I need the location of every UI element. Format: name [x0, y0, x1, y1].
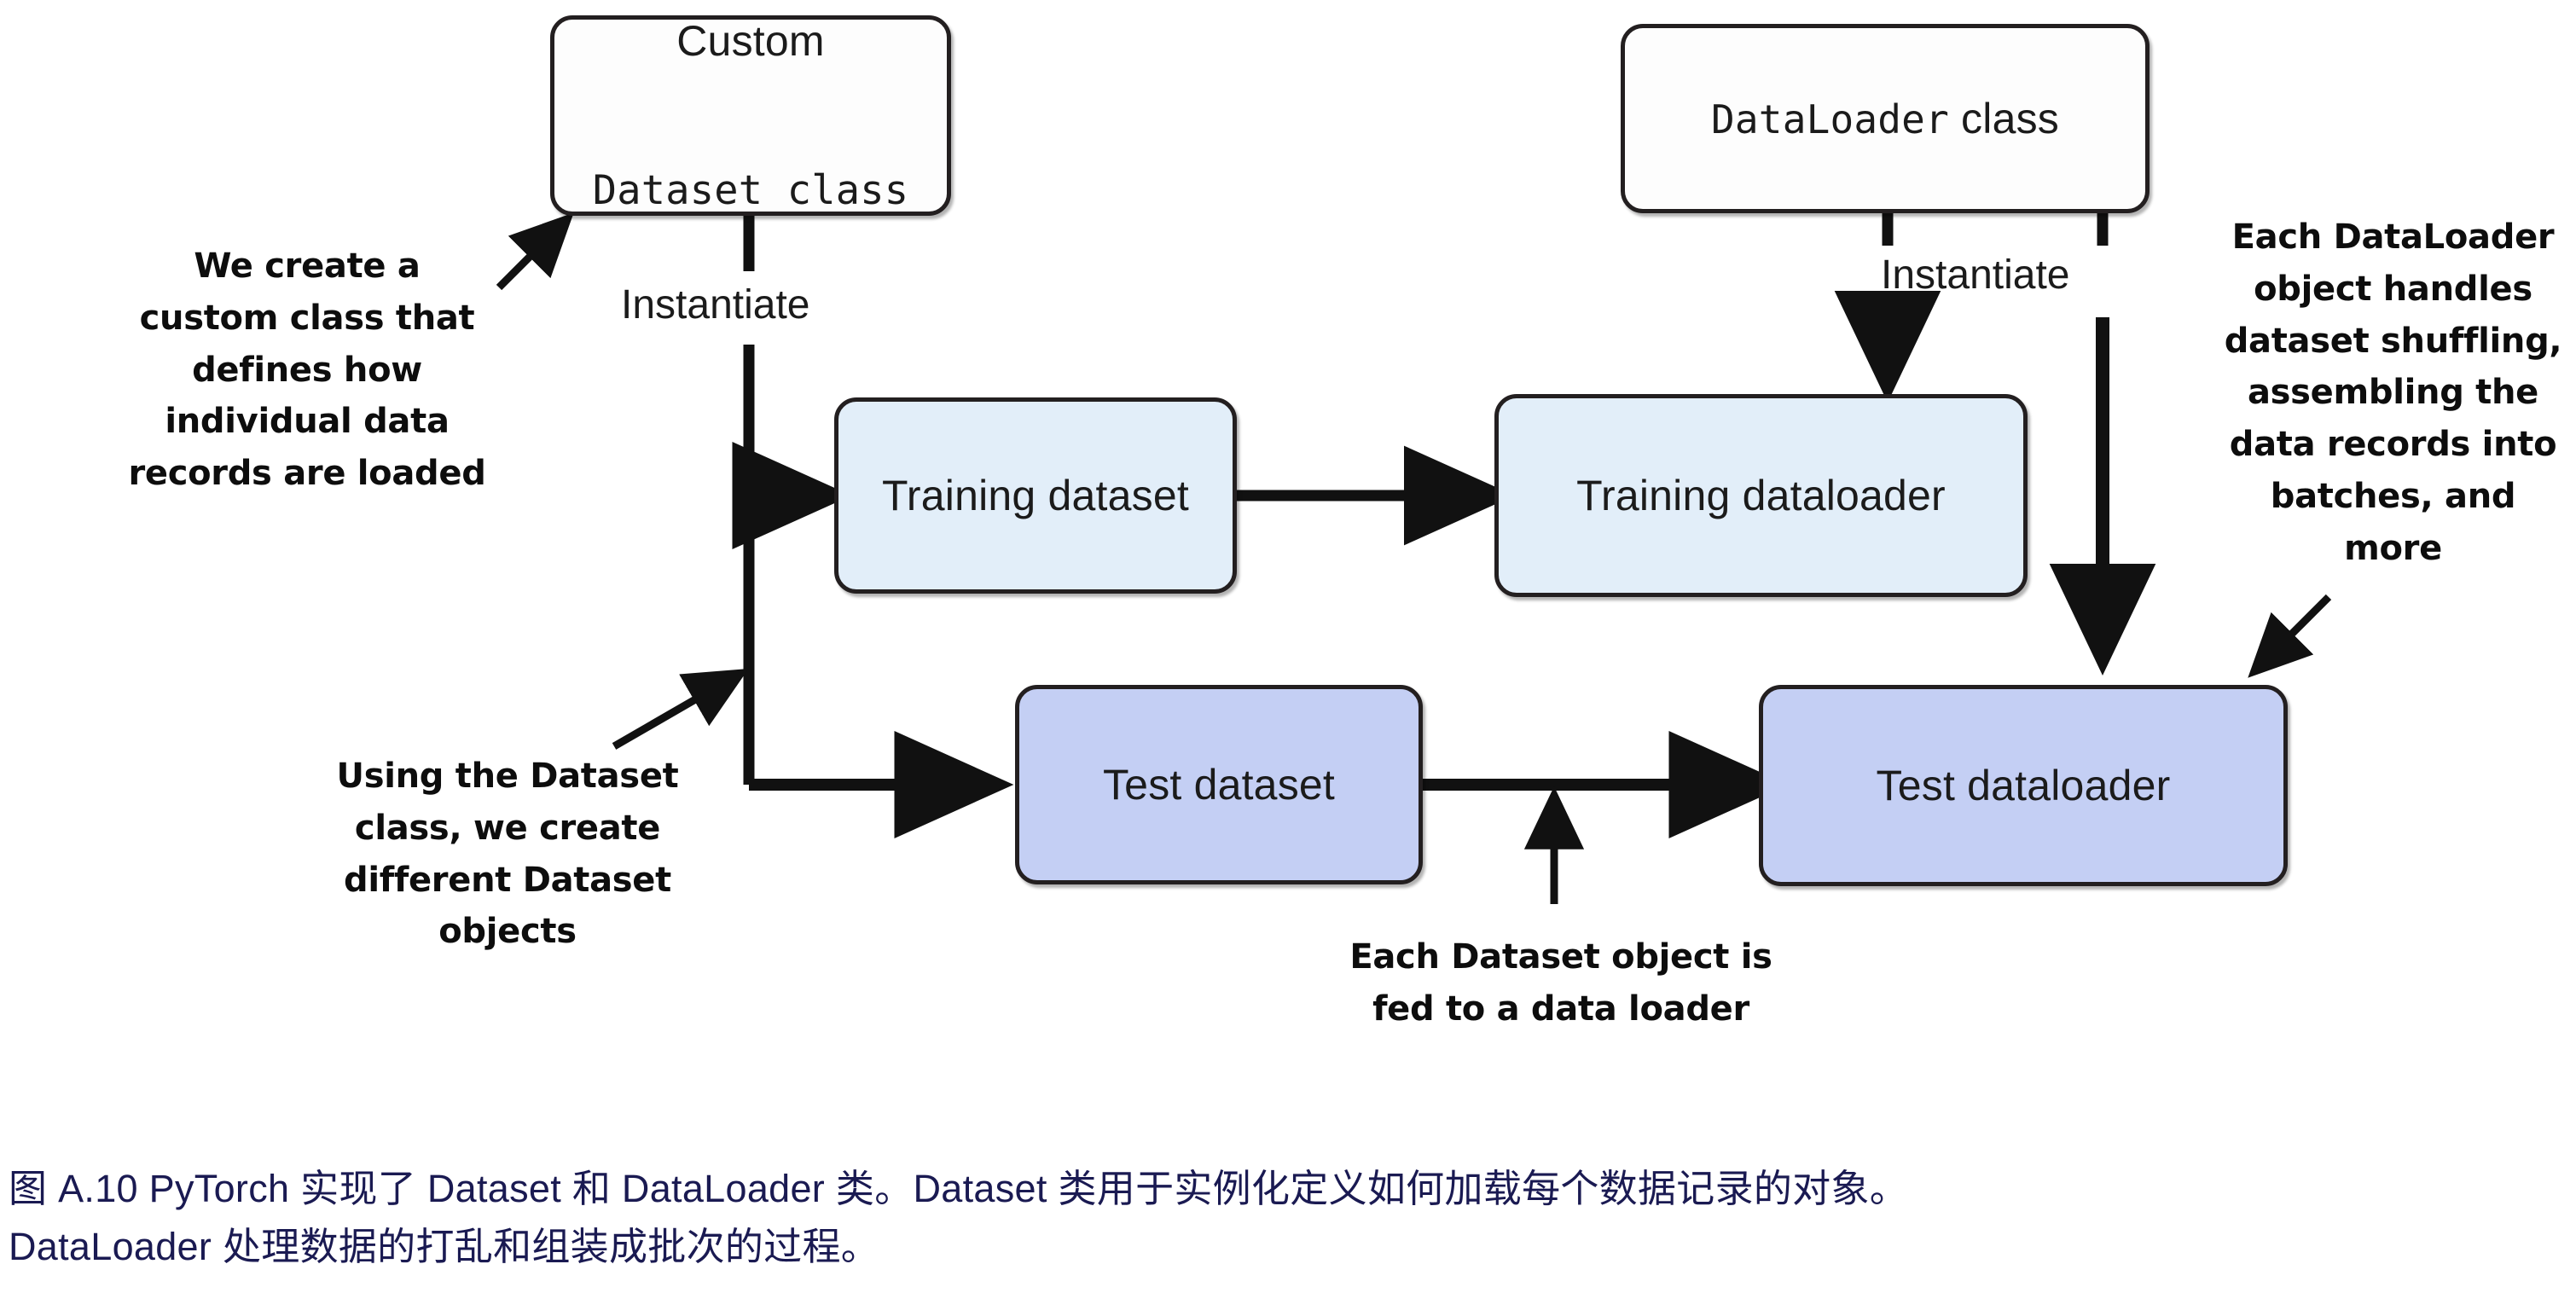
node-training-dataset[interactable]: Training dataset — [834, 397, 1237, 594]
node-custom-dataset-class-label: Custom Dataset class — [593, 0, 908, 316]
dataset-dataloader-diagram: Custom Dataset class DataLoader class Tr… — [128, 15, 2562, 1029]
node-test-dataset[interactable]: Test dataset — [1015, 685, 1423, 884]
node-test-dataset-label: Test dataset — [1102, 760, 1335, 809]
leader-arrow-right — [2248, 594, 2332, 678]
leader-arrow-bottom-left — [612, 668, 749, 750]
node-test-dataloader-label: Test dataloader — [1876, 761, 2171, 809]
leader-arrow-top-left — [496, 212, 574, 291]
node-dataloader-class-label: DataLoader class — [1711, 94, 2059, 144]
dataloader-class-tail: class — [1948, 94, 2059, 142]
node-training-dataloader-label: Training dataloader — [1576, 471, 1946, 519]
node-test-dataloader[interactable]: Test dataloader — [1759, 685, 2288, 886]
node-custom-dataset-class[interactable]: Custom Dataset class — [550, 15, 951, 216]
annotation-top-left: We create a custom class that defines ho… — [128, 246, 486, 494]
annotation-bottom-center: Each Dataset object is fed to a data loa… — [1349, 937, 1772, 1029]
edge-label-instantiate-left: Instantiate — [621, 282, 810, 328]
custom-dataset-line2: Dataset class — [592, 167, 909, 215]
node-training-dataset-label: Training dataset — [882, 471, 1189, 519]
annotation-bottom-left: Using the Dataset class, we create diffe… — [336, 757, 679, 952]
custom-dataset-line1: Custom — [676, 17, 825, 66]
dataloader-class-name: DataLoader — [1711, 96, 1949, 142]
annotation-right: Each DataLoader object handles dataset s… — [2224, 217, 2562, 568]
figure-caption: 图 A.10 PyTorch 实现了 Dataset 和 DataLoader … — [9, 1167, 1909, 1269]
edge-label-instantiate-right: Instantiate — [1881, 252, 2070, 298]
node-dataloader-class[interactable]: DataLoader class — [1621, 24, 2150, 213]
node-training-dataloader[interactable]: Training dataloader — [1494, 394, 2028, 597]
